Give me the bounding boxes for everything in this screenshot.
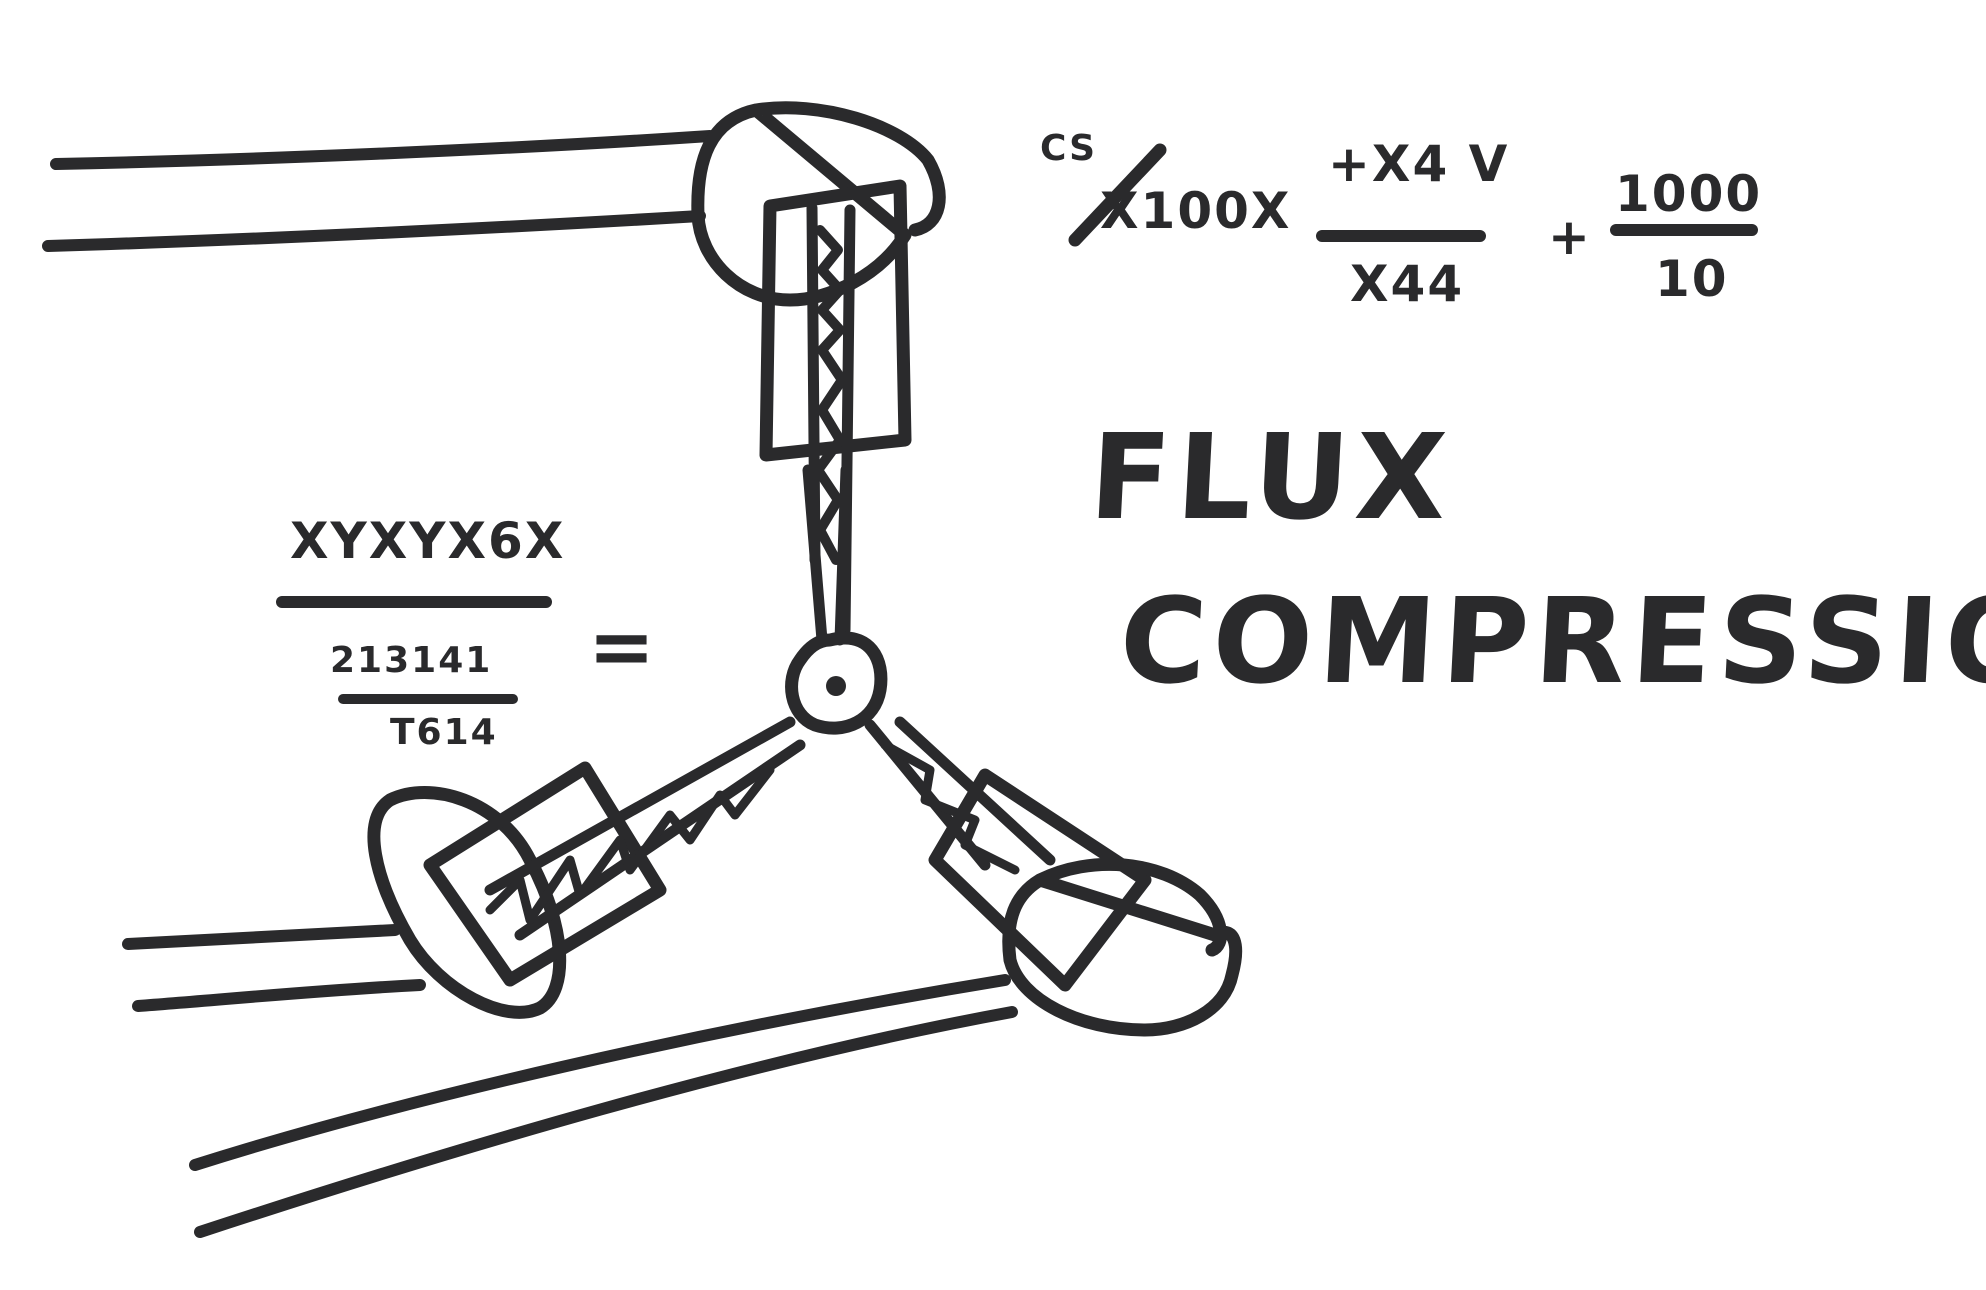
equation-left-main-bar xyxy=(276,596,552,608)
equation-top-fraction1-bar xyxy=(1316,230,1486,242)
equation-top-fraction2-bar xyxy=(1610,224,1758,236)
equation-top-slash xyxy=(1068,143,1167,247)
equation-top-operator: + xyxy=(1548,208,1592,266)
equation-left-sub-bar xyxy=(338,694,518,704)
title-line-flux: FLUX xyxy=(1086,408,1457,546)
equation-top-prefix: X100X xyxy=(1100,182,1292,240)
equation-left-operator: = xyxy=(588,600,658,693)
hub-center-dot xyxy=(826,676,846,696)
equation-top-fraction1-numerator: +X4 V xyxy=(1328,135,1510,193)
equation-top-prefix-super: CS xyxy=(1040,128,1098,169)
equation-left-numerator: XYXYX6X xyxy=(290,512,566,570)
equation-top-fraction2-numerator: 1000 xyxy=(1615,165,1763,223)
title-line-compression: COMPRESSION xyxy=(1116,572,1986,710)
equation-top-fraction1-denominator: X44 xyxy=(1350,255,1465,313)
equation-left-sub-denominator: T614 xyxy=(390,712,498,753)
equation-left-sub-numerator: 213141 xyxy=(330,640,493,681)
top-electrode xyxy=(691,101,946,646)
right-electrode xyxy=(189,716,1243,1238)
central-hub xyxy=(785,631,888,735)
equation-top-fraction2-denominator: 10 xyxy=(1655,250,1729,308)
top-cable-pair xyxy=(42,130,716,252)
left-electrode xyxy=(122,716,806,1019)
